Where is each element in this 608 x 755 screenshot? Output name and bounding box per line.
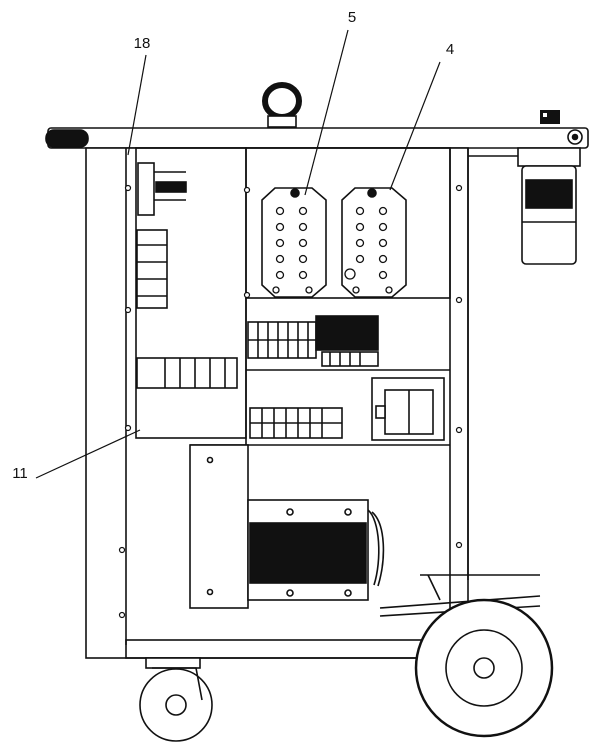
rear-wheel <box>414 598 554 738</box>
callout-11: 11 <box>12 429 141 482</box>
main-transformer <box>189 444 385 609</box>
left-terminal-strip <box>136 162 187 309</box>
relay-block <box>136 357 238 389</box>
control-transformer <box>315 315 379 367</box>
contactor-block <box>249 407 343 439</box>
top-handle-bar <box>45 110 589 149</box>
svg-text:11: 11 <box>12 465 28 482</box>
relay-unit <box>371 377 445 441</box>
callout-5: 5 <box>304 9 356 196</box>
front-caster-wheel <box>139 657 213 742</box>
callout-18: 18 <box>127 35 151 156</box>
air-filter <box>468 147 581 265</box>
lifting-ring <box>262 82 302 128</box>
svg-text:5: 5 <box>348 9 356 26</box>
terminal-board-4 <box>341 187 407 298</box>
svg-text:4: 4 <box>446 41 454 58</box>
terminal-block-row <box>247 321 317 359</box>
svg-text:18: 18 <box>134 35 151 52</box>
callout-4: 4 <box>389 41 454 191</box>
terminal-board-5 <box>261 187 327 298</box>
